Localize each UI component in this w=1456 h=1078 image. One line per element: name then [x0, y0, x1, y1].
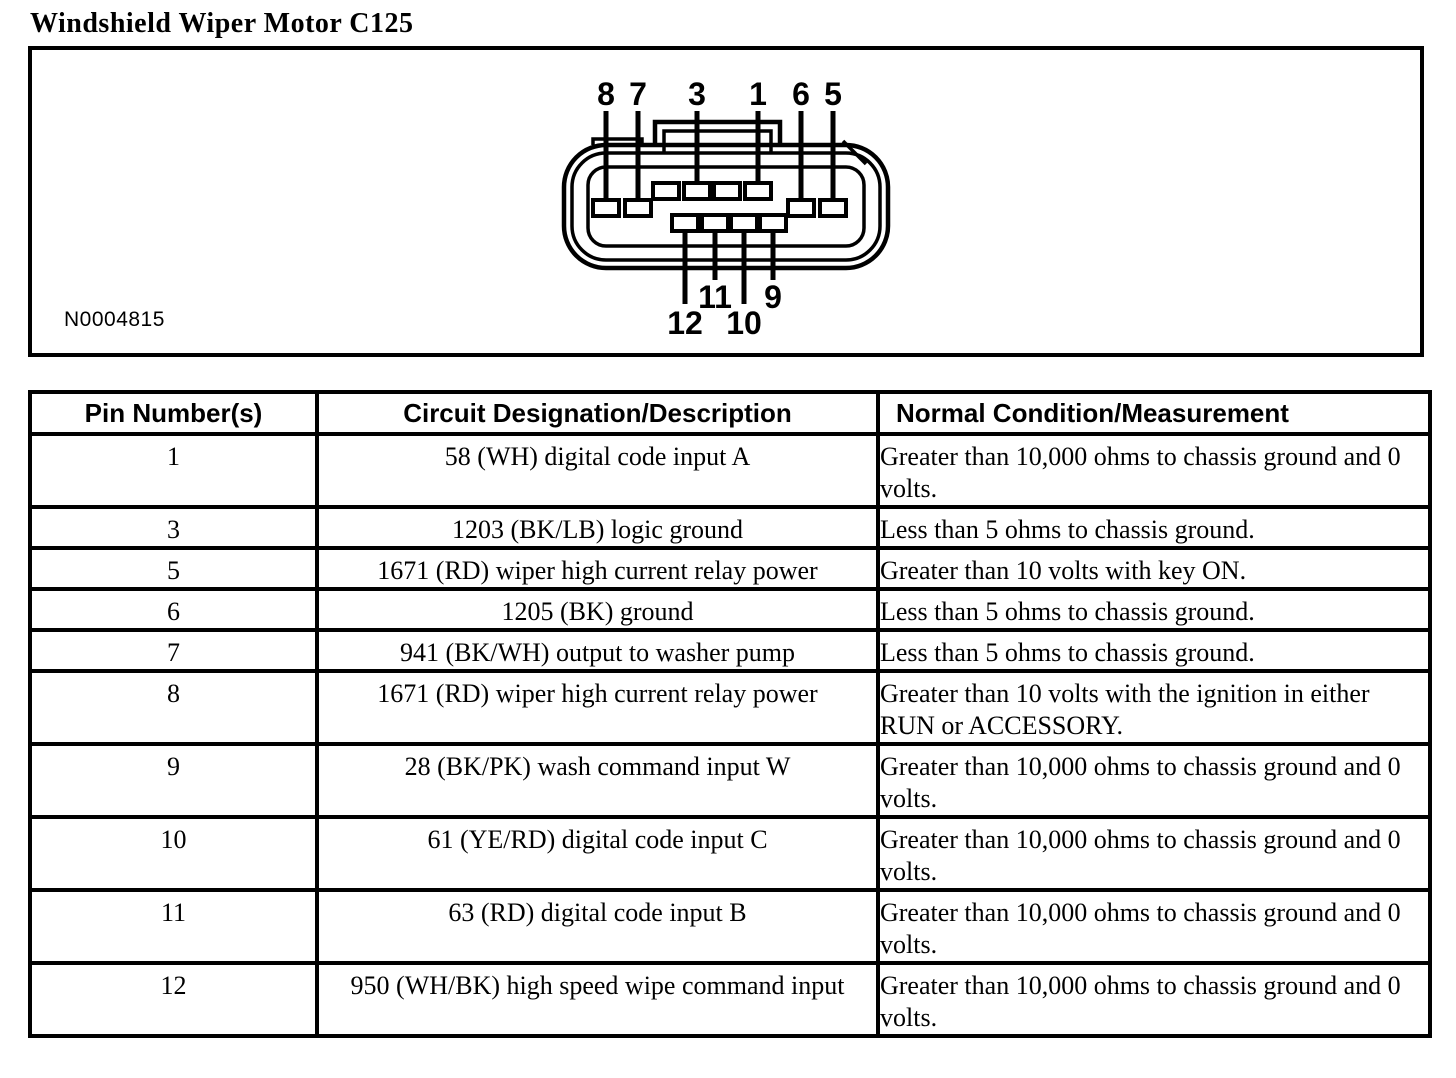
circuit-cell: 58 (WH) digital code input A — [315, 432, 880, 509]
circuit-cell: 1671 (RD) wiper high current relay power — [315, 669, 880, 746]
circuit-text: 1205 (BK) ground — [501, 597, 694, 626]
connector-outline — [561, 119, 891, 271]
pin-label: 6 — [792, 76, 810, 112]
pin-cavities — [591, 181, 848, 233]
pin-rect-10 — [729, 213, 759, 233]
pin-rect-7 — [623, 198, 653, 218]
table-row-pin-12: 12 950 (WH/BK) high speed wipe command i… — [28, 961, 1432, 1038]
pin-cell: 12 — [28, 961, 319, 1038]
pin-label: 3 — [688, 76, 706, 112]
table-row-pin-1: 1 58 (WH) digital code input A Greater t… — [28, 432, 1432, 509]
pin-cell: 3 — [28, 505, 319, 550]
circuit-text: 28 (BK/PK) wash command input W — [404, 752, 791, 781]
connector-key-outer — [652, 119, 783, 145]
circuit-text: 1671 (RD) wiper high current relay power — [377, 679, 818, 708]
condition-cell: Greater than 10 volts with the ignition … — [876, 669, 1432, 746]
pin-rect — [651, 181, 681, 201]
circuit-text: 1203 (BK/LB) logic ground — [451, 515, 744, 544]
pin-rect-12 — [670, 213, 700, 233]
circuit-text: 58 (WH) digital code input A — [444, 442, 751, 471]
circuit-cell: 63 (RD) digital code input B — [315, 888, 880, 965]
table-row-pin-11: 11 63 (RD) digital code input B Greater … — [28, 888, 1432, 965]
condition-cell: Greater than 10,000 ohms to chassis grou… — [876, 742, 1432, 819]
pin-label: 5 — [824, 76, 842, 112]
table-row-pin-3: 3 1203 (BK/LB) logic ground Less than 5 … — [28, 505, 1432, 550]
pin-rect-5 — [818, 198, 848, 218]
table-header-row: Pin Number(s) Circuit Designation/Descri… — [28, 390, 1432, 436]
pin-rect-11 — [700, 213, 730, 233]
circuit-cell: 941 (BK/WH) output to washer pump — [315, 628, 880, 673]
circuit-cell: 1671 (RD) wiper high current relay power — [315, 546, 880, 591]
pin-label: 11 — [698, 279, 732, 315]
pin-cell: 10 — [28, 815, 319, 892]
circuit-cell: 950 (WH/BK) high speed wipe command inpu… — [315, 961, 880, 1038]
connector-chamfer — [841, 139, 868, 166]
condition-cell: Less than 5 ohms to chassis ground. — [876, 505, 1432, 550]
pin-cell: 5 — [28, 546, 319, 591]
pin-rect-6 — [786, 198, 816, 218]
circuit-text: 63 (RD) digital code input B — [448, 898, 747, 927]
condition-cell: Greater than 10,000 ohms to chassis grou… — [876, 961, 1432, 1038]
pin-rect-9 — [758, 213, 788, 233]
pin-label: 12 — [667, 305, 703, 341]
col-header-condition: Normal Condition/Measurement — [876, 390, 1432, 436]
pin-cell: 9 — [28, 742, 319, 819]
condition-cell: Less than 5 ohms to chassis ground. — [876, 628, 1432, 673]
connector-diagram-box: 8 7 3 1 6 5 12 11 10 9 N0004815 — [28, 46, 1424, 357]
circuit-text: 61 (YE/RD) digital code input C — [427, 825, 768, 854]
pin-cell: 7 — [28, 628, 319, 673]
table-row-pin-5: 5 1671 (RD) wiper high current relay pow… — [28, 546, 1432, 591]
table-row-pin-9: 9 28 (BK/PK) wash command input W Greate… — [28, 742, 1432, 819]
pin-labels: 8 7 3 1 6 5 12 11 10 9 — [597, 76, 842, 341]
table-row-pin-10: 10 61 (YE/RD) digital code input C Great… — [28, 815, 1432, 892]
pin-rect-3 — [682, 181, 712, 201]
table-row-pin-6: 6 1205 (BK) ground Less than 5 ohms to c… — [28, 587, 1432, 632]
pin-label: 10 — [726, 305, 762, 341]
condition-cell: Greater than 10,000 ohms to chassis grou… — [876, 432, 1432, 509]
condition-cell: Greater than 10,000 ohms to chassis grou… — [876, 815, 1432, 892]
pin-cell: 1 — [28, 432, 319, 509]
pin-label: 1 — [749, 76, 767, 112]
circuit-cell: 1205 (BK) ground — [315, 587, 880, 632]
circuit-cell: 1203 (BK/LB) logic ground — [315, 505, 880, 550]
pin-leader-lines — [603, 111, 836, 304]
connector-key-inner — [662, 129, 773, 153]
table-row-pin-8: 8 1671 (RD) wiper high current relay pow… — [28, 669, 1432, 746]
col-header-pin-numbers: Pin Number(s) — [28, 390, 319, 436]
pin-label: 7 — [629, 76, 647, 112]
pin-cell: 6 — [28, 587, 319, 632]
circuit-text: 941 (BK/WH) output to washer pump — [399, 638, 795, 667]
pin-rect — [712, 181, 742, 201]
pin-label: 8 — [597, 76, 615, 112]
pin-cell: 11 — [28, 888, 319, 965]
pin-label: 9 — [764, 279, 782, 315]
table-row-pin-7: 7 941 (BK/WH) output to washer pump Less… — [28, 628, 1432, 673]
circuit-text: 950 (WH/BK) high speed wipe command inpu… — [350, 971, 845, 1000]
condition-cell: Greater than 10,000 ohms to chassis grou… — [876, 888, 1432, 965]
circuit-text: 1671 (RD) wiper high current relay power — [377, 556, 818, 585]
col-header-circuit: Circuit Designation/Description — [315, 390, 880, 436]
condition-cell: Less than 5 ohms to chassis ground. — [876, 587, 1432, 632]
condition-cell: Greater than 10 volts with key ON. — [876, 546, 1432, 591]
pin-cell: 8 — [28, 669, 319, 746]
figure-id-label: N0004815 — [64, 308, 165, 331]
pin-rect-8 — [591, 198, 621, 218]
circuit-cell: 28 (BK/PK) wash command input W — [315, 742, 880, 819]
circuit-cell: 61 (YE/RD) digital code input C — [315, 815, 880, 892]
page-title: Windshield Wiper Motor C125 — [30, 8, 414, 39]
pin-rect-1 — [743, 181, 773, 201]
connector-figure: 8 7 3 1 6 5 12 11 10 9 — [561, 76, 891, 341]
pin-table: Pin Number(s) Circuit Designation/Descri… — [28, 390, 1432, 1038]
connector-notch — [591, 137, 644, 145]
